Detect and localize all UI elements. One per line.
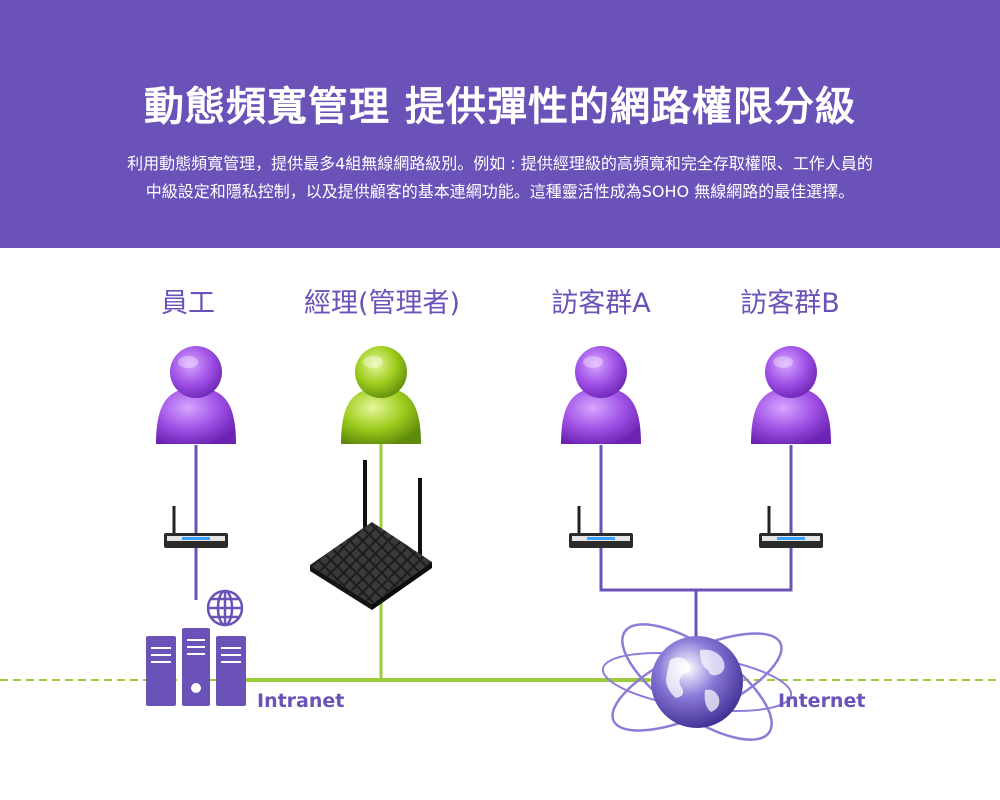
user-icon-manager <box>341 346 421 444</box>
user-icon-guest-b <box>751 346 831 444</box>
internet-label: Internet <box>778 690 866 712</box>
page-description: 利用動態頻寬管理，提供最多4組無線網路級別。例如 : 提供經理級的高頻寬和完全存… <box>127 154 873 201</box>
router-icon-guest-b <box>759 506 823 548</box>
group-label-staff: 員工 <box>161 288 215 319</box>
group-label-manager: 經理(管理者) <box>303 288 461 319</box>
page-title: 動態頻寬管理 提供彈性的網路權限分級 <box>144 84 856 130</box>
group-label-guest-a: 訪客群A <box>551 288 651 319</box>
intranet-label: Intranet <box>257 690 345 712</box>
group-label-guest-b: 訪客群B <box>740 288 840 319</box>
router-icon-guest-a <box>569 506 633 548</box>
earth-orbit-icon <box>601 623 793 741</box>
wifi-router-icon <box>310 460 432 610</box>
header-banner: 動態頻寬管理 提供彈性的網路權限分級 利用動態頻寬管理，提供最多4組無線網路級別… <box>0 0 1000 248</box>
router-icon-staff <box>164 506 228 548</box>
server-icon <box>146 628 246 706</box>
user-icon-guest-a <box>561 346 641 444</box>
globe-icon <box>206 589 244 627</box>
user-icon-staff <box>156 346 236 444</box>
